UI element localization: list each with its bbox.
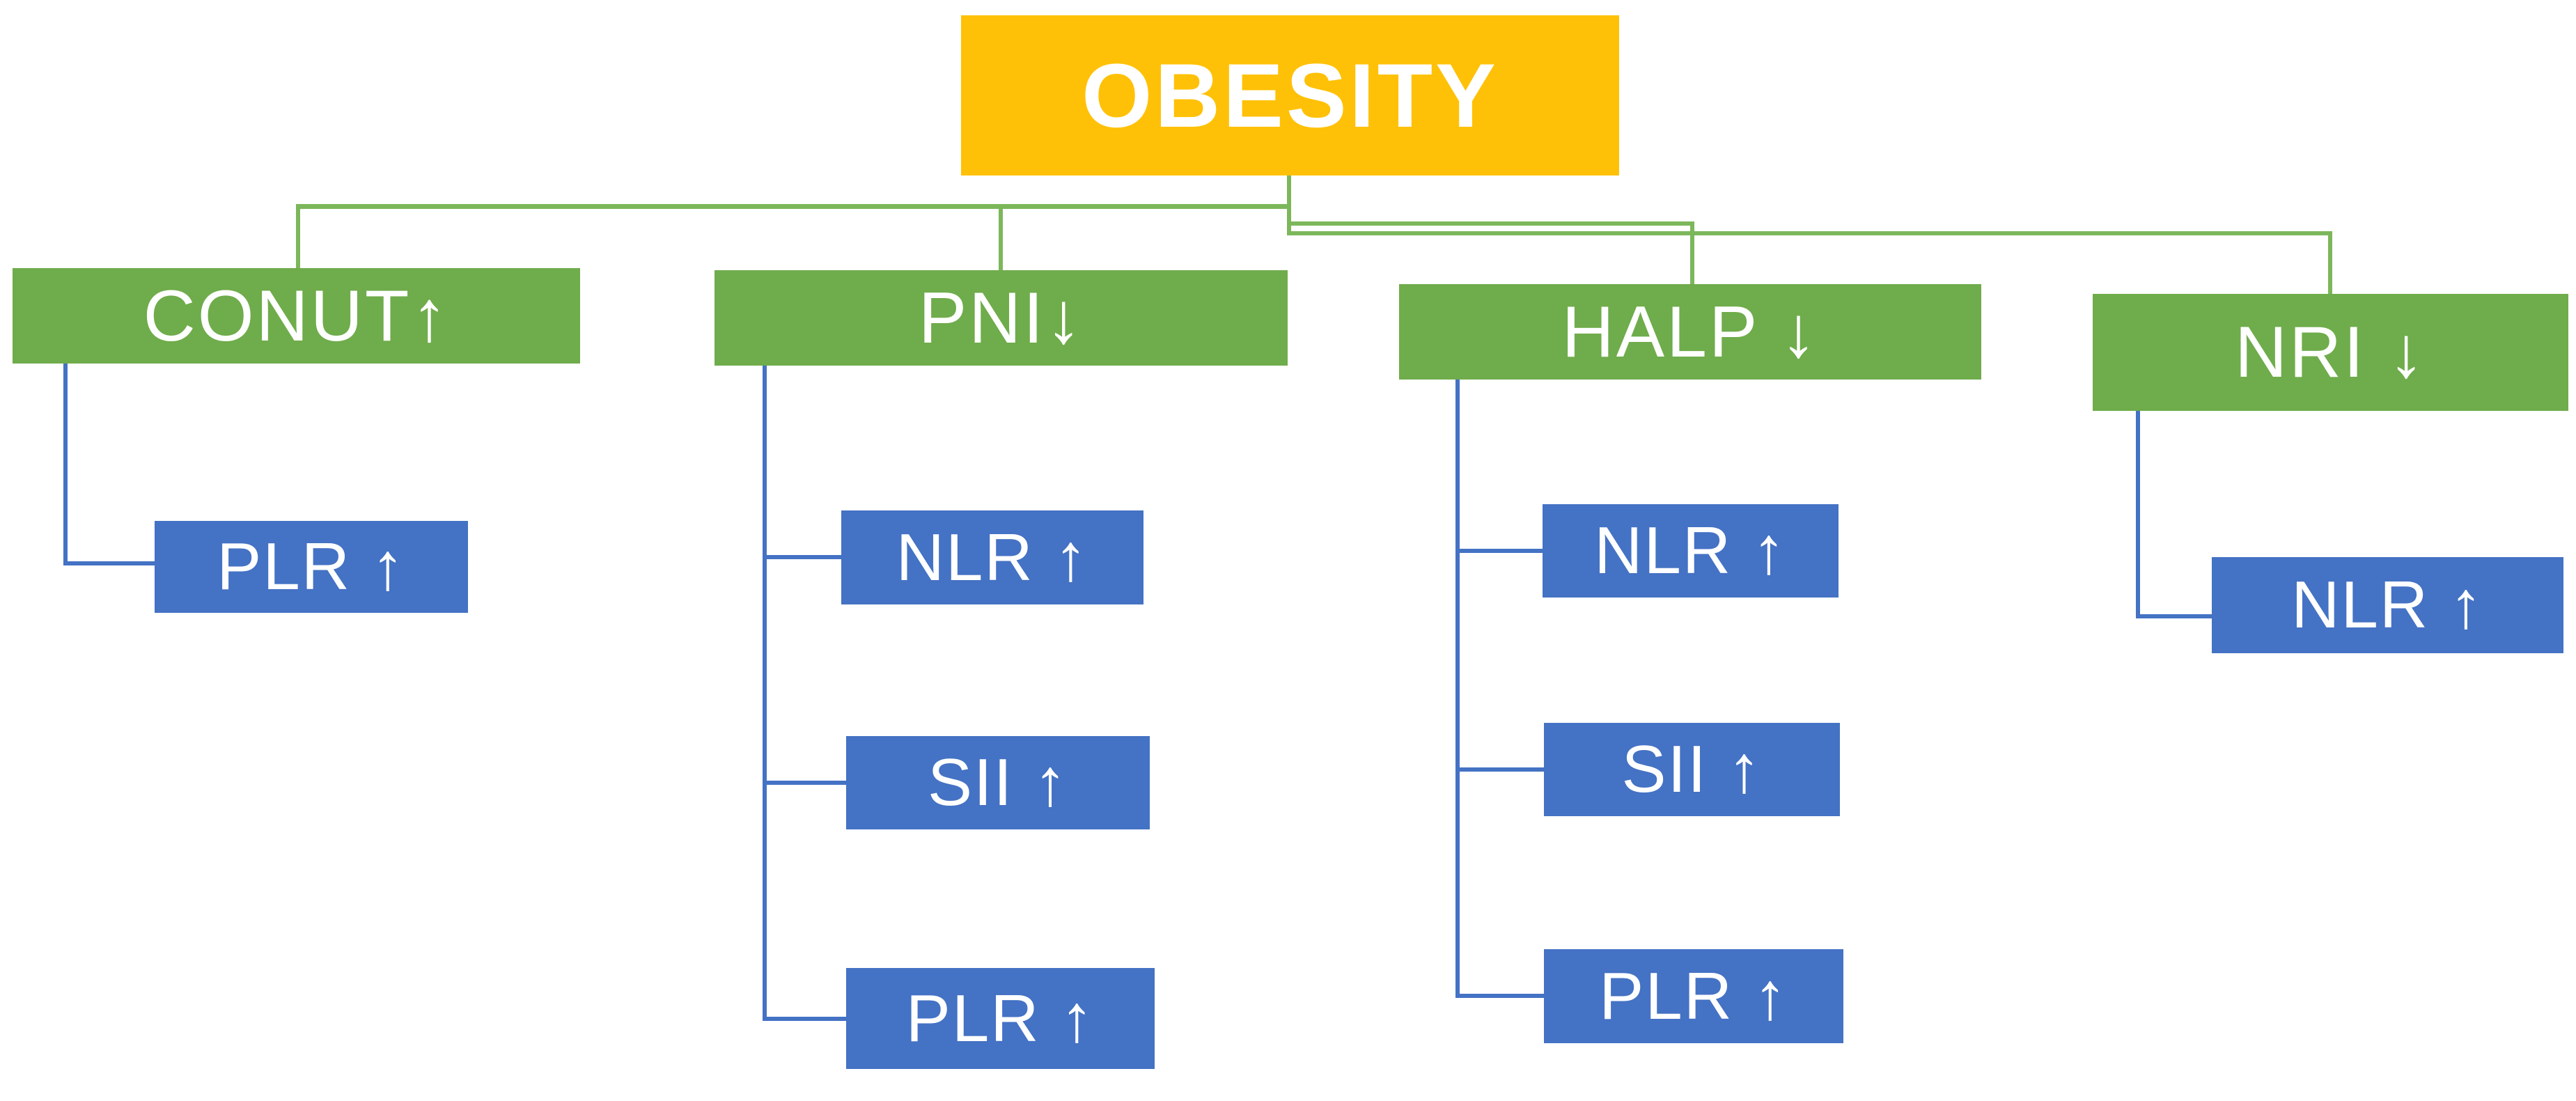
branch-node-conut: CONUT↑ <box>13 268 580 364</box>
connector-pni-plr <box>763 1017 846 1021</box>
connector-down-conut <box>296 204 300 268</box>
child-node-halp-nlr: NLR ↑ <box>1543 504 1839 598</box>
connector-right-horizontal-halp <box>1287 221 1693 226</box>
child-node-pni-sii: SII ↑ <box>846 736 1150 829</box>
root-node-obesity: OBESITY <box>961 15 1619 175</box>
connector-nri-nlr <box>2136 614 2212 618</box>
connector-pni-sii <box>763 781 846 785</box>
child-node-pni-plr: PLR ↑ <box>846 968 1155 1069</box>
connector-down-halp <box>1690 221 1694 284</box>
connector-conut-plr <box>63 561 155 565</box>
branch-node-halp: HALP ↓ <box>1399 284 1981 380</box>
connector-down-pni <box>999 204 1003 270</box>
connector-halp-plr <box>1455 994 1544 998</box>
connector-pni-stem <box>763 366 767 1021</box>
connector-pni-nlr <box>763 555 841 559</box>
connector-right-horizontal-nri <box>1287 231 2332 235</box>
child-node-halp-sii: SII ↑ <box>1544 723 1840 816</box>
connector-down-nri <box>2328 231 2332 294</box>
connector-halp-sii <box>1455 767 1544 772</box>
connector-nri-stem <box>2136 411 2140 618</box>
branch-node-pni: PNI↓ <box>715 270 1288 366</box>
connector-halp-stem <box>1455 380 1460 998</box>
connector-conut-stem <box>63 364 68 565</box>
child-node-pni-nlr: NLR ↑ <box>841 510 1143 604</box>
branch-node-nri: NRI ↓ <box>2093 294 2568 411</box>
child-node-conut-plr: PLR ↑ <box>155 521 468 613</box>
connector-halp-nlr <box>1455 549 1543 553</box>
connector-left-horizontal <box>296 204 1290 209</box>
child-node-nri-nlr: NLR ↑ <box>2212 557 2563 653</box>
child-node-halp-plr: PLR ↑ <box>1544 949 1843 1043</box>
